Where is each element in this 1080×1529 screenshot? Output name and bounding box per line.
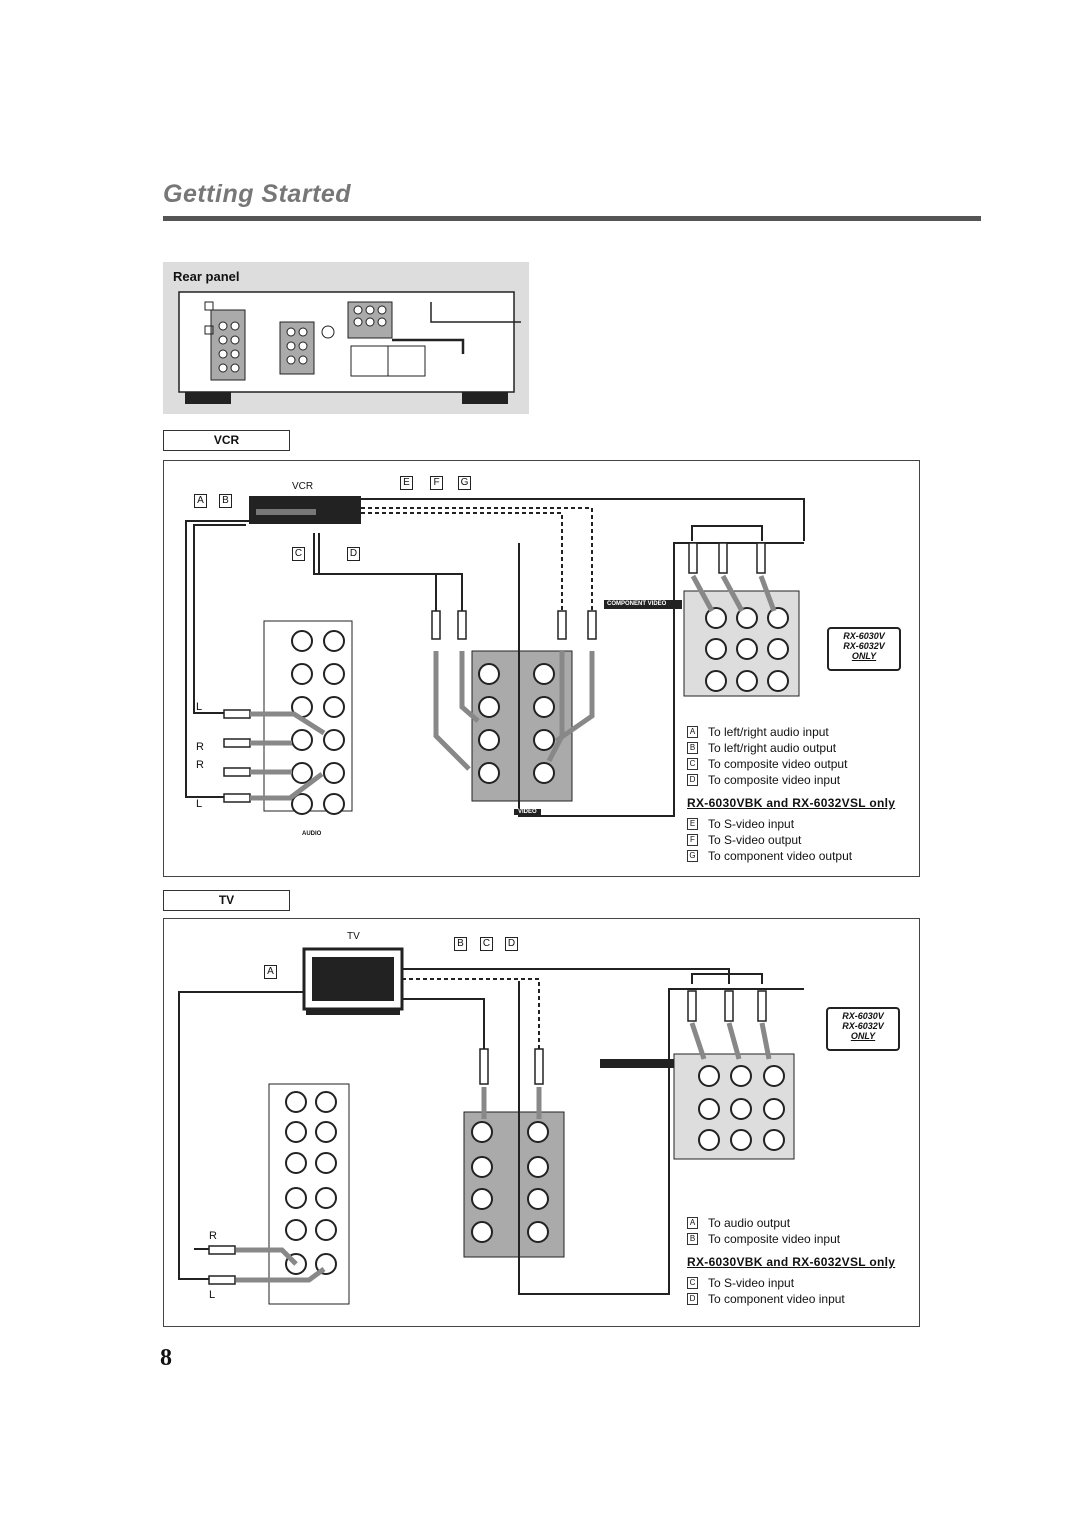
tv-wiring-diagram (178, 947, 804, 1305)
legend-row: D To composite video input (687, 772, 895, 788)
callout-letter: A (194, 494, 207, 508)
legend-key: C (687, 1277, 698, 1289)
legend-row: C To S-video input (687, 1275, 895, 1291)
legend-row: B To left/right audio output (687, 740, 895, 756)
legend-text: To audio output (708, 1216, 791, 1230)
channel-label: L (209, 1289, 216, 1301)
legend-row: F To S-video output (687, 832, 895, 848)
rear-panel-figure: Rear panel (163, 262, 529, 414)
tv-device-label: TV (347, 931, 360, 942)
rear-panel-drawing (178, 291, 521, 404)
vcr-connection-panel: VCR A B C D E F G L R R L RX-6030V RX-60… (163, 460, 920, 877)
badge-line: RX-6030V (843, 631, 885, 641)
legend-text: To S-video input (708, 817, 795, 831)
rear-panel-label: Rear panel (173, 269, 240, 284)
legend-text: To S-video output (708, 833, 802, 847)
vcr-wiring-diagram (185, 496, 805, 817)
page-number: 8 (160, 1345, 172, 1371)
legend-row: B To composite video input (687, 1231, 895, 1247)
legend-key: D (687, 774, 698, 786)
channel-label: R (196, 759, 204, 771)
model-badge: RX-6030V RX-6032V ONLY (827, 627, 901, 671)
vcr-section-tag: VCR (163, 430, 290, 451)
legend-key: F (687, 834, 698, 846)
audio-jack-label: AUDIO (302, 831, 322, 837)
page-title: Getting Started (163, 180, 352, 208)
badge-line: RX-6030V (842, 1011, 884, 1021)
legend-key: D (687, 1293, 698, 1305)
callout-letter: G (458, 476, 471, 490)
callout-letter: D (347, 547, 360, 561)
vcr-device-label: VCR (292, 481, 314, 492)
legend-key: C (687, 758, 698, 770)
title-rule (163, 216, 981, 221)
legend-text: To left/right audio output (708, 741, 837, 755)
channel-label: L (196, 798, 203, 810)
badge-line: ONLY (851, 651, 877, 661)
legend-row: A To audio output (687, 1215, 895, 1231)
callout-letter: A (264, 965, 277, 979)
badge-line: RX-6032V (842, 1021, 884, 1031)
badge-line: ONLY (850, 1031, 876, 1041)
callout-letter: B (454, 937, 467, 951)
legend-row: A To left/right audio input (687, 724, 895, 740)
model-note: RX-6030VBK and RX-6032VSL only (687, 1255, 896, 1269)
legend-key: E (687, 818, 698, 830)
component-video-label: COMPONENT VIDEO (607, 601, 667, 607)
model-note: RX-6030VBK and RX-6032VSL only (687, 796, 896, 810)
legend-text: To left/right audio input (708, 725, 829, 739)
legend-text: To component video input (708, 1292, 845, 1306)
legend-key: A (687, 726, 698, 738)
legend-text: To component video output (708, 849, 853, 863)
video-jack-label: VIDEO (514, 809, 541, 815)
legend-text: To composite video output (708, 757, 848, 771)
legend-key: G (687, 850, 698, 862)
channel-label: L (196, 701, 203, 713)
legend-text: To S-video input (708, 1276, 795, 1290)
channel-label: R (209, 1230, 217, 1242)
legend-key: B (687, 742, 698, 754)
callout-letter: D (505, 937, 518, 951)
legend-row: E To S-video input (687, 816, 895, 832)
callout-letter: C (292, 547, 305, 561)
legend-text: To composite video input (708, 773, 841, 787)
tv-section-tag: TV (163, 890, 290, 911)
legend-key: B (687, 1233, 698, 1245)
tv-legend: A To audio output B To composite video inp… (687, 1215, 895, 1307)
vcr-legend: A To left/right audio input B To left/righ… (687, 724, 895, 864)
legend-row: G To component video output (687, 848, 895, 864)
callout-letter: C (480, 937, 493, 951)
legend-key: A (687, 1217, 698, 1229)
callout-letter: E (400, 476, 413, 490)
legend-row: C To composite video output (687, 756, 895, 772)
model-badge: RX-6030V RX-6032V ONLY (826, 1007, 900, 1051)
legend-text: To composite video input (708, 1232, 841, 1246)
callout-letter: F (430, 476, 443, 490)
channel-label: R (196, 741, 204, 753)
badge-line: RX-6032V (843, 641, 885, 651)
callout-letter: B (219, 494, 232, 508)
legend-row: D To component video input (687, 1291, 895, 1307)
